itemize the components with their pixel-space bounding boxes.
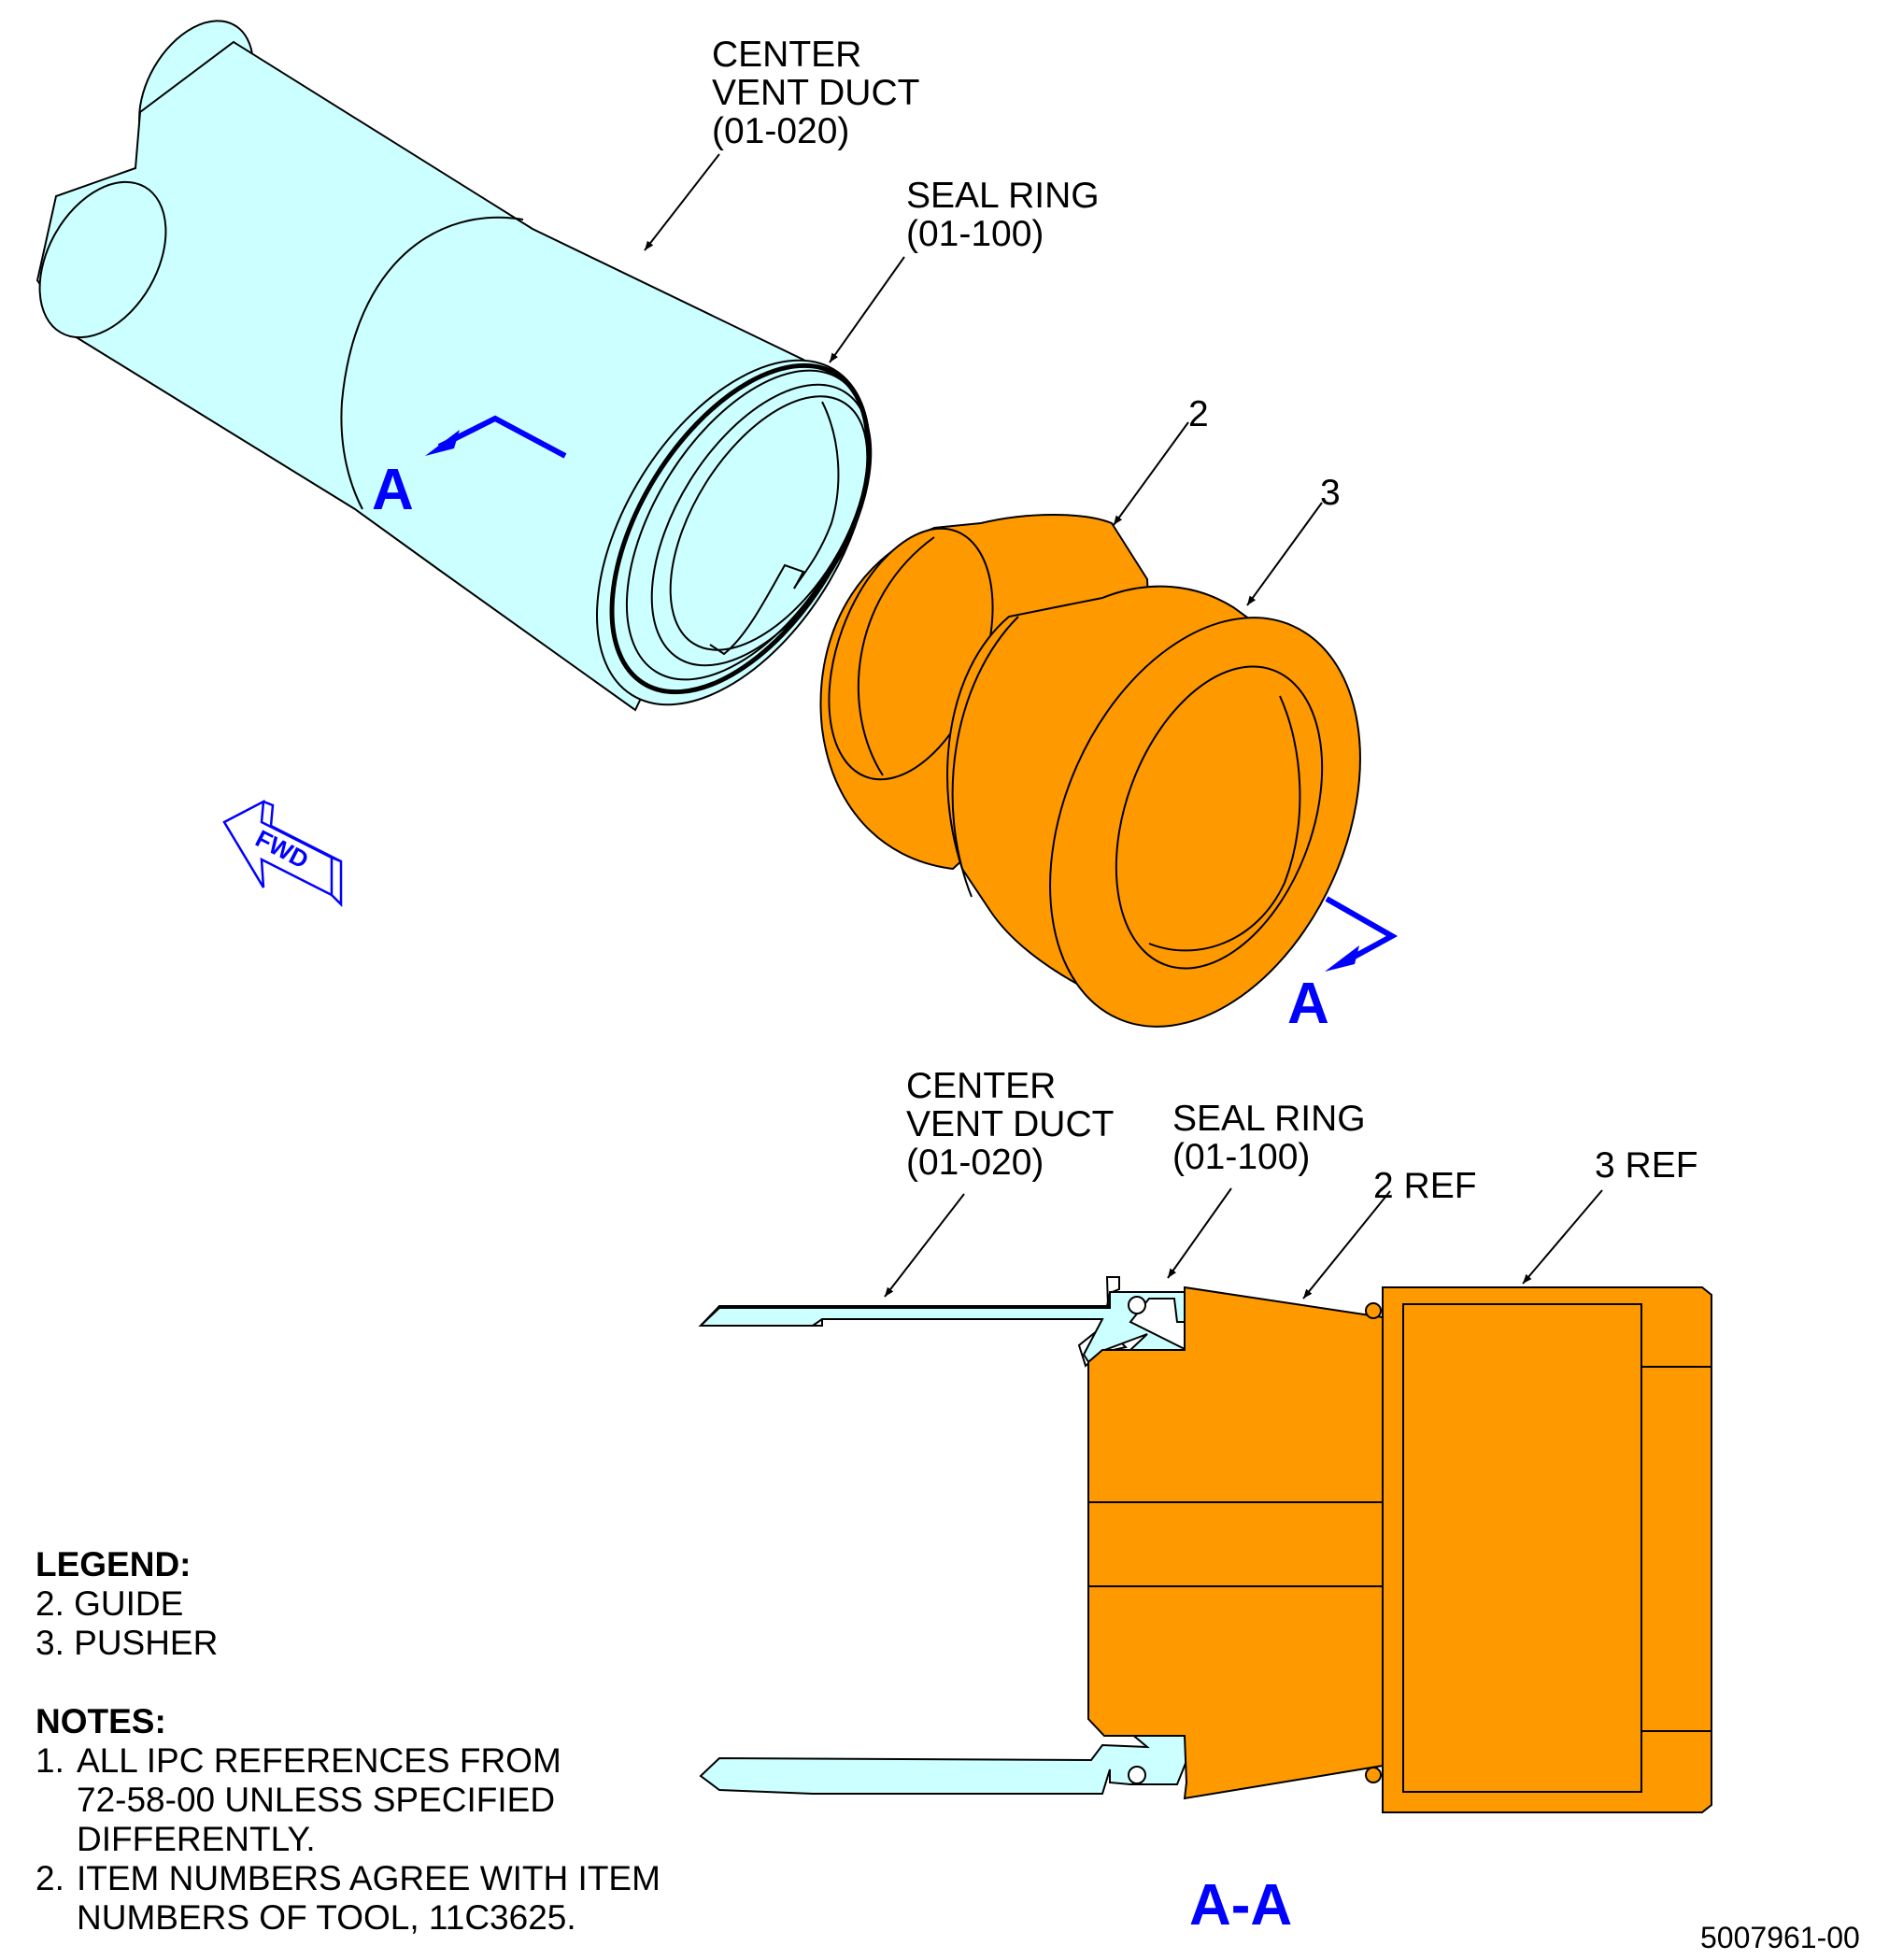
center-vent-duct-isometric [36,20,873,712]
section-view-seal-label: SEAL RING (01-100) [1172,1099,1366,1177]
note-1-line-3: DIFFERENTLY. [77,1820,316,1858]
legend-item-guide: 2. GUIDE [36,1584,184,1623]
note-2-line-1: ITEM NUMBERS AGREE WITH ITEM [77,1859,660,1897]
legend-item-pusher: 3. PUSHER [36,1624,219,1662]
section-view-pusher [1382,1286,1712,1813]
seal-label-line-2: (01-100) [906,214,1044,254]
duct-label-line-1: CENTER [712,35,861,75]
section-view-duct [698,1276,1187,1795]
note-1-number: 1. [36,1741,64,1780]
top-view-leaders [644,153,1323,606]
top-view-duct-label: CENTER VENT DUCT (01-020) [712,35,919,151]
section-seal-label-line-2: (01-100) [1172,1137,1310,1177]
section-marker-right: A [1287,896,1399,1036]
section-seal-label-line-1: SEAL RING [1172,1099,1366,1139]
section-letter-a-right: A [1287,972,1329,1036]
guide-item-number: 2 [1188,394,1209,434]
note-2-number: 2. [36,1859,64,1897]
figure-number: 5007961-00 [1700,1921,1860,1954]
duct-label-line-3: (01-020) [712,111,849,151]
guide-ref-label: 2 REF [1373,1166,1477,1206]
note-2-line-2: NUMBERS OF TOOL, 11C3625. [77,1898,576,1937]
section-duct-label-line-2: VENT DUCT [906,1104,1114,1144]
section-marker-left: A [372,415,567,522]
guide-pusher-isometric [819,514,1361,1028]
notes-title: NOTES: [36,1702,166,1740]
pusher-ref-label: 3 REF [1595,1145,1698,1186]
seal-label-line-1: SEAL RING [906,176,1100,216]
section-view-title: A-A [1189,1873,1292,1938]
section-view-guide [1087,1285,1384,1800]
section-view-leaders [884,1187,1603,1300]
pusher-item-number: 3 [1320,473,1341,513]
legend-title: LEGEND: [36,1545,192,1584]
section-duct-label-line-1: CENTER [906,1066,1056,1106]
fwd-arrow-icon: FWD [222,799,343,908]
section-letter-a-left: A [372,458,414,522]
note-1-line-2: 72-58-00 UNLESS SPECIFIED [77,1781,556,1819]
section-view-duct-label: CENTER VENT DUCT (01-020) [906,1066,1114,1183]
section-duct-label-line-3: (01-020) [906,1143,1044,1183]
note-1-line-1: ALL IPC REFERENCES FROM [77,1741,561,1780]
top-view-seal-label: SEAL RING (01-100) [906,176,1100,254]
duct-label-line-2: VENT DUCT [712,73,919,113]
